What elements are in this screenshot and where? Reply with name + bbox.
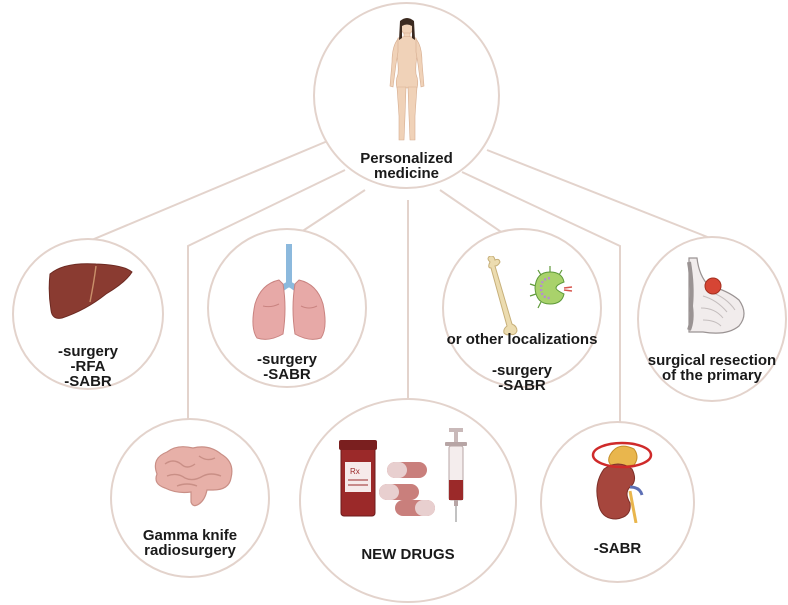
breast-tumor-icon — [683, 256, 753, 338]
new-drugs-node: Rx NEW DRUGS — [299, 398, 517, 603]
capsules-icon — [379, 462, 435, 516]
liver-line-3: -SABR — [14, 374, 162, 389]
adrenal-label: -SABR — [542, 541, 693, 556]
lung-label: -surgery -SABR — [209, 352, 365, 382]
breast-label: surgical resection of the primary — [639, 353, 785, 383]
liver-line-1: -surgery — [14, 344, 162, 359]
breast-node: surgical resection of the primary — [637, 236, 787, 402]
liver-label: -surgery -RFA -SABR — [14, 344, 162, 389]
lung-node: -surgery -SABR — [207, 228, 367, 388]
center-label-line-1: Personalized — [315, 151, 498, 166]
new-drugs-label: NEW DRUGS — [301, 547, 515, 562]
new-drugs-line-1: NEW DRUGS — [301, 547, 515, 562]
brain-icon — [147, 444, 237, 510]
bone-icon — [482, 256, 522, 336]
brain-line-2: radiosurgery — [112, 543, 268, 558]
lung-line-2: -SABR — [209, 367, 365, 382]
lymph-node-icon — [526, 264, 574, 312]
connector-breast — [487, 150, 710, 238]
bone-line-2: -SABR — [444, 378, 600, 393]
liver-line-2: -RFA — [14, 359, 162, 374]
lung-line-1: -surgery — [209, 352, 365, 367]
other-localizations-label: or other localizations -surgery -SABR — [444, 332, 600, 393]
brain-line-1: Gamma knife — [112, 528, 268, 543]
syringe-icon — [445, 428, 467, 522]
drugs-icon: Rx — [339, 428, 479, 524]
liver-icon — [46, 260, 136, 322]
breast-line-2: of the primary — [639, 368, 785, 383]
connector-lung — [295, 190, 365, 236]
adrenal-line-1: -SABR — [542, 541, 693, 556]
liver-node: -surgery -RFA -SABR — [12, 238, 164, 390]
brain-label: Gamma knife radiosurgery — [112, 528, 268, 558]
breast-line-1: surgical resection — [639, 353, 785, 368]
center-label: Personalized medicine — [315, 151, 498, 181]
adrenal-node: -SABR — [540, 421, 695, 583]
center-node: Personalized medicine — [313, 2, 500, 189]
adrenal-kidney-icon — [588, 435, 660, 523]
svg-text:Rx: Rx — [350, 467, 360, 476]
center-label-line-2: medicine — [315, 166, 498, 181]
other-localizations-node: or other localizations -surgery -SABR — [442, 228, 602, 388]
female-body-icon — [385, 18, 429, 144]
brain-node: Gamma knife radiosurgery — [110, 418, 270, 578]
other-localizations-title: or other localizations — [444, 332, 600, 347]
lungs-icon — [249, 244, 329, 342]
bone-line-1: -surgery — [444, 363, 600, 378]
